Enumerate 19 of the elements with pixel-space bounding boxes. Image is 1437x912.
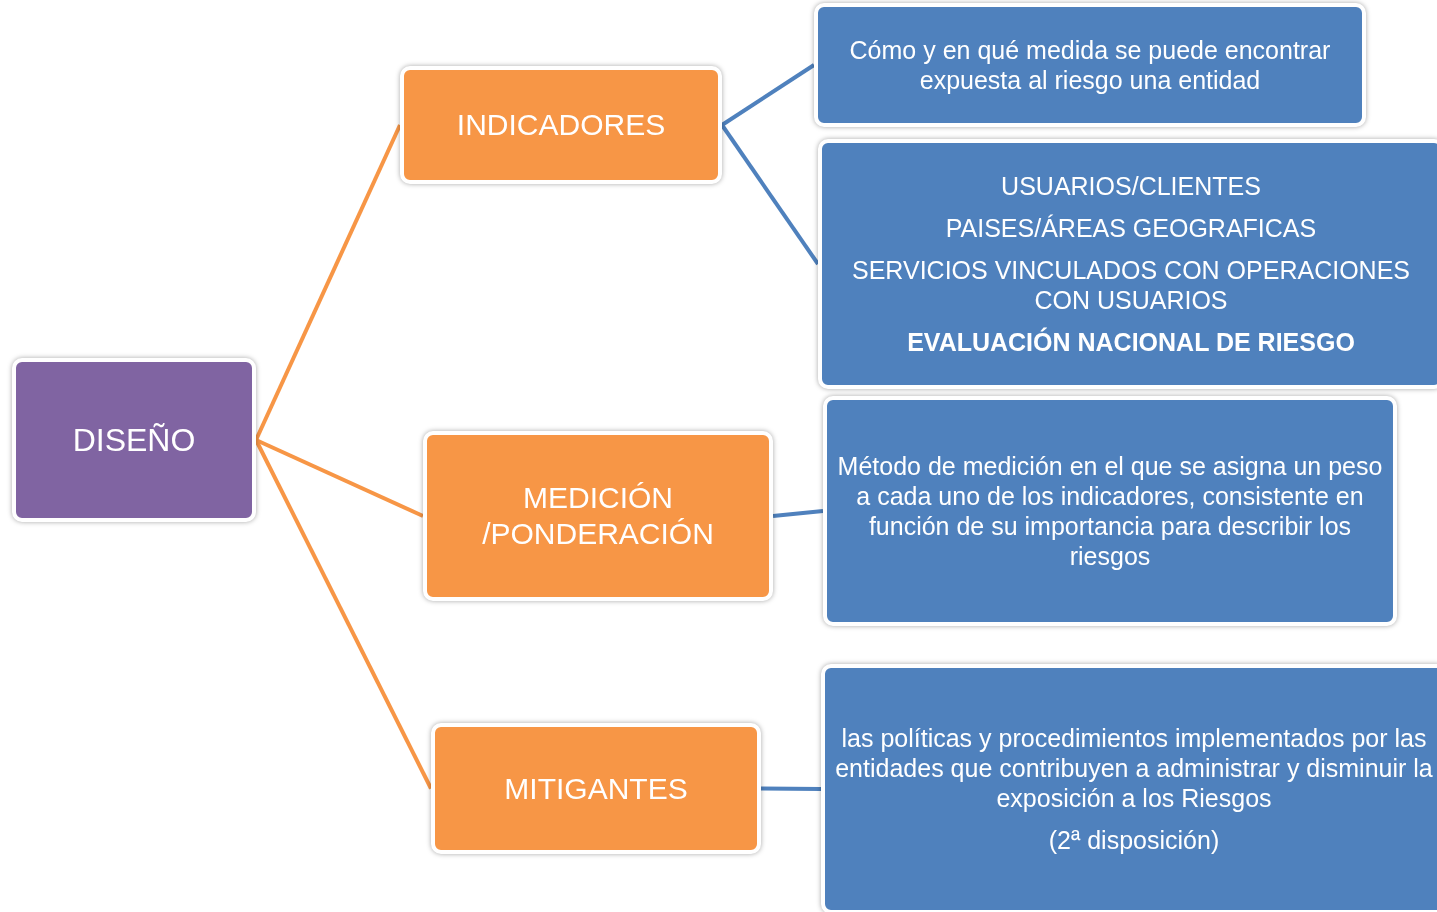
connector-line xyxy=(720,123,820,266)
box-text: Método de medición en el que se asigna un peso a cada uno de los indicadores, consistente en función de su importancia para describir los riesgos xyxy=(836,451,1384,571)
connector-line xyxy=(761,786,821,791)
box-text: PAISES/ÁREAS GEOGRAFICAS xyxy=(945,213,1317,243)
box-text: EVALUACIÓN NACIONAL DE RIESGO xyxy=(907,327,1355,357)
box-text: USUARIOS/CLIENTES xyxy=(1001,171,1261,201)
connector-line xyxy=(772,509,824,518)
box-text: MITIGANTES xyxy=(504,770,688,807)
box-text: DISEÑO xyxy=(72,420,196,460)
connector-line xyxy=(254,124,402,441)
box-text: Cómo y en qué medida se puede encontrar expuesta al riesgo una entidad xyxy=(848,35,1332,95)
box-text: MEDICIÓN /PONDERACIÓN xyxy=(481,480,715,552)
connector-line xyxy=(255,438,424,518)
box-text: (2ª disposición) xyxy=(1048,825,1220,855)
box-text: las políticas y procedimientos implementados por las entidades que contribuyen a administrar y disminuir la exposición a los Riesgos xyxy=(834,723,1434,813)
box-text: INDICADORES xyxy=(456,107,666,143)
box-text: SERVICIOS VINCULADOS CON OPERACIONES CON USUARIOS xyxy=(851,255,1411,315)
connector-line xyxy=(720,63,816,127)
connector-line xyxy=(254,439,433,790)
